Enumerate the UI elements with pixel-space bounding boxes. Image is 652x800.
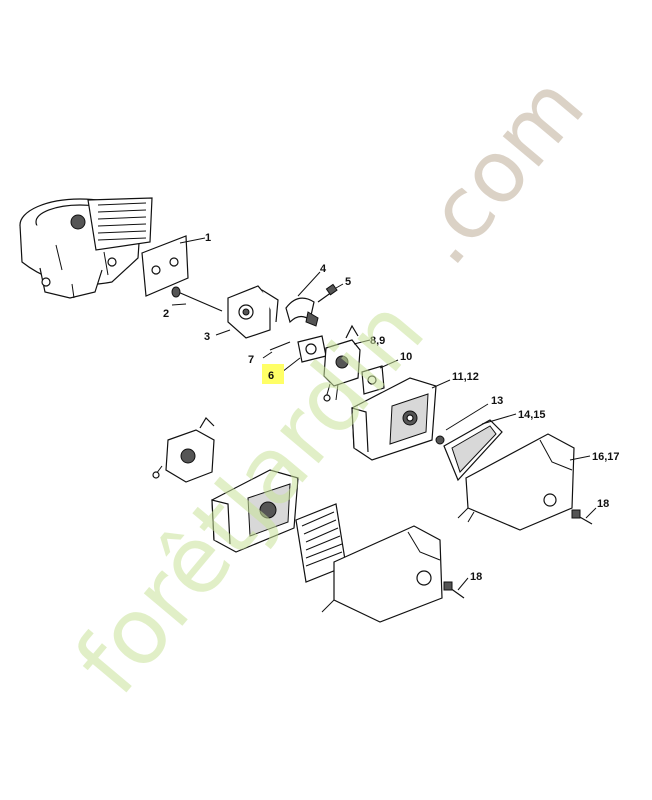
callout-10: 10	[400, 351, 412, 363]
part-3-intake-manifold	[215, 285, 279, 339]
callout-5: 5	[345, 276, 351, 288]
part-10-gasket	[361, 359, 399, 395]
callout-2: 2	[163, 308, 169, 320]
callout-6-highlight	[262, 364, 284, 384]
callout-18-upper: 18	[597, 498, 609, 510]
part-16-17-filter-cover	[457, 433, 591, 531]
part-7-spacer	[262, 341, 291, 359]
callout-13: 13	[491, 395, 503, 407]
callout-16-17: 16,17	[592, 451, 620, 463]
callout-1: 1	[205, 232, 211, 244]
part-5-screw	[317, 283, 344, 303]
part-18-screw-upper	[571, 507, 597, 525]
watermark-logo: forêtJardin .com	[55, 58, 604, 715]
part-18-screw-lower	[443, 577, 469, 599]
alt-filter-base	[211, 469, 299, 553]
callout-18-lower: 18	[470, 571, 482, 583]
alt-carburetor	[152, 417, 215, 483]
callout-14-15: 14,15	[518, 409, 546, 421]
part-2-long-bolt	[171, 286, 223, 312]
watermark-grey: .com	[391, 58, 603, 284]
part-8-9-carburetor	[323, 324, 371, 402]
part-4-clamp	[285, 271, 321, 327]
callout-6: 6	[268, 370, 274, 382]
part-11-12-filter-base	[351, 377, 451, 461]
callout-7: 7	[248, 354, 254, 366]
callout-3: 3	[204, 331, 210, 343]
callout-4: 4	[320, 263, 327, 275]
alt-filter-cover	[321, 525, 443, 623]
callout-8-9: 8,9	[370, 335, 385, 347]
watermark-green: forêtJardin	[55, 278, 445, 714]
part-13-nut	[435, 403, 489, 445]
engine-crankcase	[19, 197, 153, 299]
part-1-gasket-plate	[141, 235, 206, 297]
callout-11-12: 11,12	[452, 371, 479, 383]
part-14-15-filter-element	[443, 413, 517, 482]
